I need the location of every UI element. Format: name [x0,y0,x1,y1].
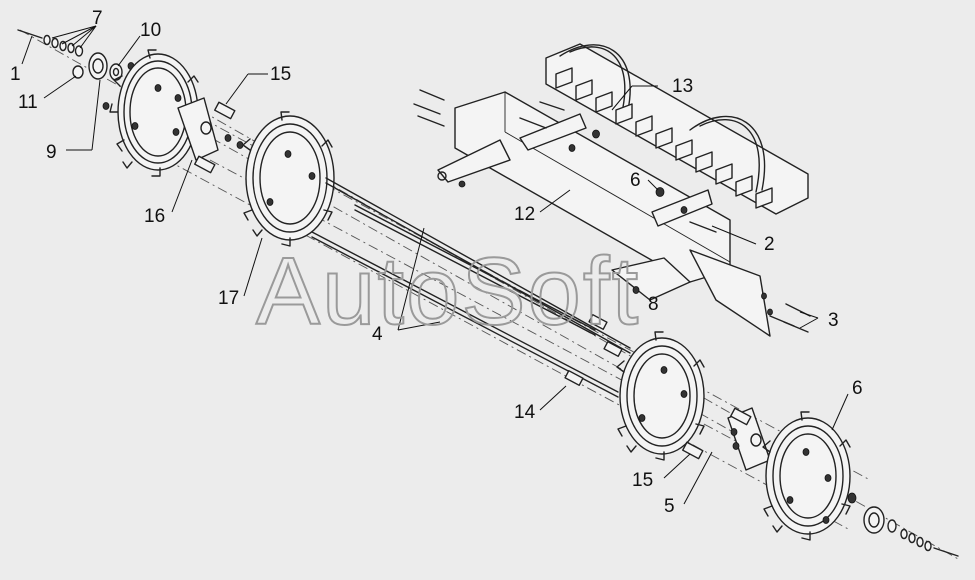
callout-17: 17 [218,288,239,309]
callout-6-bottom: 6 [852,378,863,399]
tine-bar [545,43,809,215]
callout-16: 16 [144,206,165,227]
callout-13: 13 [672,76,693,97]
callout-1: 1 [10,64,21,85]
tie-rods [311,177,631,398]
tine-teeth [555,67,773,209]
callout-5: 5 [664,496,675,517]
callout-4: 4 [372,324,383,345]
callout-12: 12 [514,204,535,225]
callout-7: 7 [92,8,103,29]
left-bracket-spacers [177,97,244,174]
callout-6-top: 6 [630,170,641,191]
callout-8: 8 [648,294,659,315]
left-bolt-washer-stack [17,29,84,57]
right-inner-wheel [616,331,705,461]
left-inner-wheel [242,111,335,247]
frame-bolts [413,89,811,333]
callout-14: 14 [514,402,536,423]
callout-15-right: 15 [632,470,653,491]
leader-lines [21,25,849,505]
callout-10: 10 [140,20,161,41]
callout-15-left: 15 [270,64,291,85]
watermark: AutoSoft [256,238,640,345]
callout-labels: 1 7 10 11 9 15 16 17 4 13 12 6 2 8 3 14 … [10,8,863,517]
callout-2: 2 [764,234,775,255]
callout-11: 11 [18,92,38,113]
callout-3: 3 [828,310,839,331]
right-outer-wheel [762,411,851,541]
right-bearing-washer-stack [847,492,959,557]
callout-9: 9 [46,142,57,163]
